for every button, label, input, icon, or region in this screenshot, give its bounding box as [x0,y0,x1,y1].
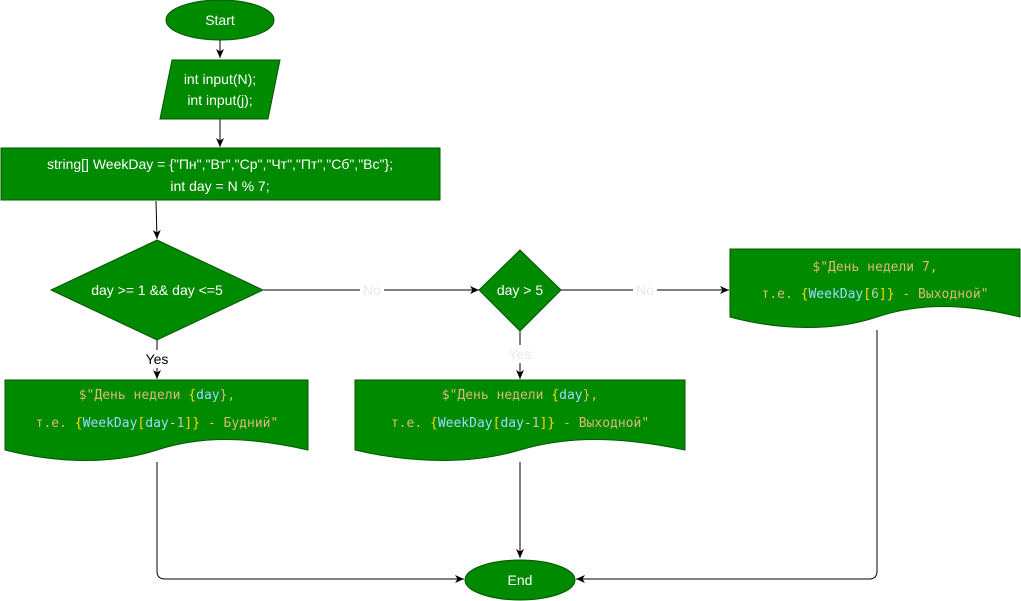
end-node[interactable]: End [464,559,576,601]
edge-sunday-to-end [576,330,878,583]
decision2-node[interactable]: day > 5 [478,249,562,332]
start-node[interactable]: Start [165,0,275,41]
edge-weekday-to-end [156,462,464,583]
decision2-label: day > 5 [497,282,544,298]
decision1-shape [49,239,265,341]
decision2-shape [478,249,562,332]
input-node[interactable]: int input(N); int input(j); [159,59,281,120]
output-weekday-node[interactable]: $"День недели {day}, т.е. {WeekDay[day-1… [4,379,309,461]
output-sunday-line1: $"День недели 7, [812,260,937,275]
output-weekday-shape [4,379,309,461]
output-weekday-line1: $"День недели {day}, [79,388,236,403]
edge-label-d2-yes: Yes [509,346,532,362]
edge-label-d1-yes: Yes [146,351,169,367]
input-line1: int input(N); [184,71,256,87]
init-line1: string[] WeekDay = {"Пн","Вт","Ср","Чт",… [47,156,393,172]
output-weekend-shape [354,379,686,461]
yes-label-bg-1 [140,350,174,368]
init-node[interactable]: string[] WeekDay = {"Пн","Вт","Ср","Чт",… [0,147,441,201]
output-weekend-line2: т.е. {WeekDay[day-1]} - Выходной" [391,416,649,431]
edge-label-d2-no: No [636,282,654,298]
input-shape [159,59,281,120]
start-shape [165,0,275,41]
decision1-label: day >= 1 && day <=5 [91,282,223,298]
no-label-bg-2 [633,282,657,298]
output-weekend-node[interactable]: $"День недели {day}, т.е. {WeekDay[day-1… [354,379,686,461]
input-line2: int input(j); [187,92,252,108]
init-line2: int day = N % 7; [170,178,269,194]
start-label: Start [205,12,235,28]
decision1-node[interactable]: day >= 1 && day <=5 [49,239,265,341]
init-shape [0,147,441,201]
output-sunday-node[interactable]: $"День недели 7, т.е. {WeekDay[6]} - Вых… [729,248,1021,328]
output-sunday-shape [729,248,1021,328]
output-weekend-line1: $"День недели {day}, [442,388,599,403]
edge-init-to-decision1 [152,200,161,240]
end-label: End [508,572,533,588]
no-label-bg-1 [360,282,384,298]
yes-label-bg-2 [503,345,537,363]
end-shape [464,559,576,601]
edge-labels: Yes No Yes No [140,282,657,368]
edge-label-d1-no: No [363,282,381,298]
output-weekday-line2: т.е. {WeekDay[day-1]} - Будний" [36,416,279,431]
output-sunday-line2: т.е. {WeekDay[6]} - Выходной" [762,287,989,302]
